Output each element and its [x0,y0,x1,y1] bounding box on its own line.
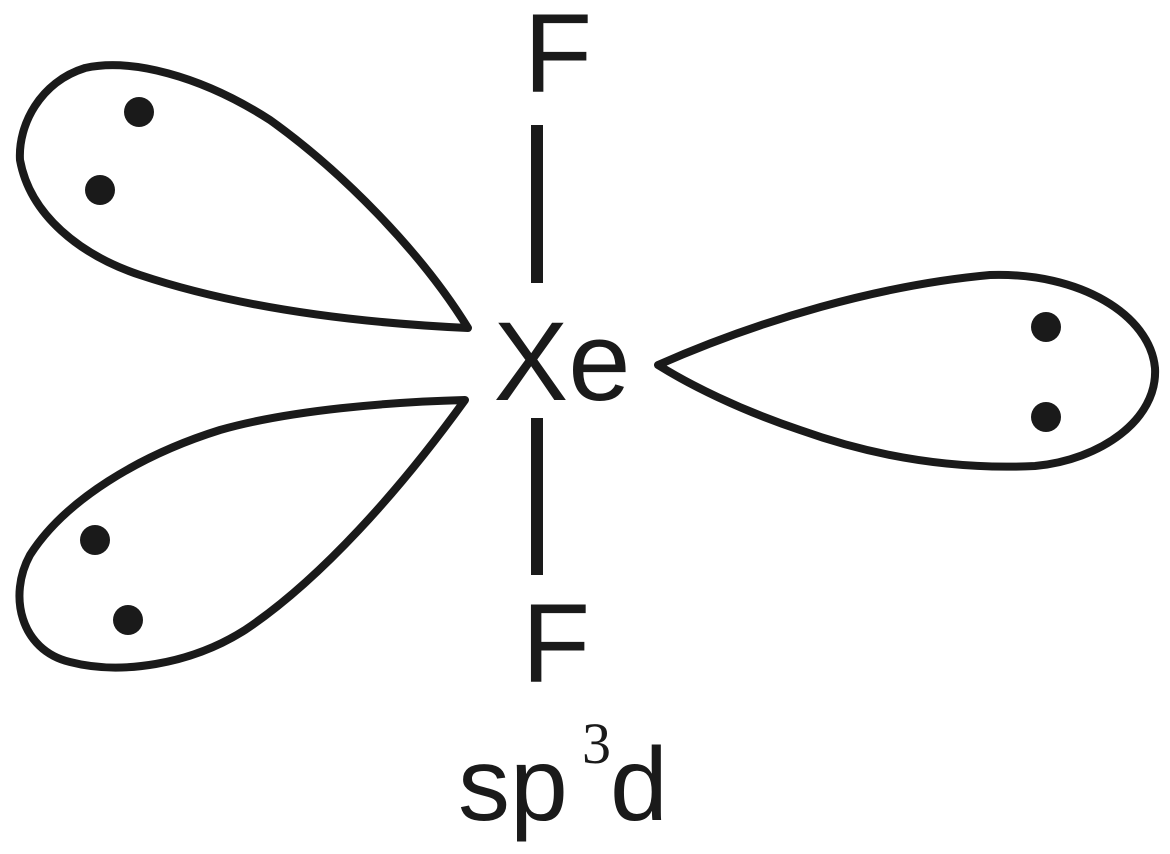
hybridization-label: sp 3 d [458,711,668,843]
lone-pair-lobe-right [654,270,1160,471]
orbital-lobe-lower-left [15,396,469,672]
hybridization-base: sp [458,727,568,843]
electron-dot [85,175,115,205]
xenon-label: Xe [494,299,631,424]
electron-dot [124,97,154,127]
electron-dot [1031,312,1061,342]
hybridization-suffix: d [610,727,668,843]
orbital-lobe-right [654,270,1160,471]
electron-dot [113,605,143,635]
electron-dot [80,525,110,555]
electron-dot [1031,402,1061,432]
orbital-lobe-upper-left [15,61,472,332]
hybridization-superscript: 3 [582,711,611,776]
lone-pair-lobe-upper-left [15,61,472,332]
lone-pair-lobe-lower-left [15,396,469,672]
fluorine-top-label: F [524,0,592,116]
fluorine-bottom-label: F [522,581,590,706]
